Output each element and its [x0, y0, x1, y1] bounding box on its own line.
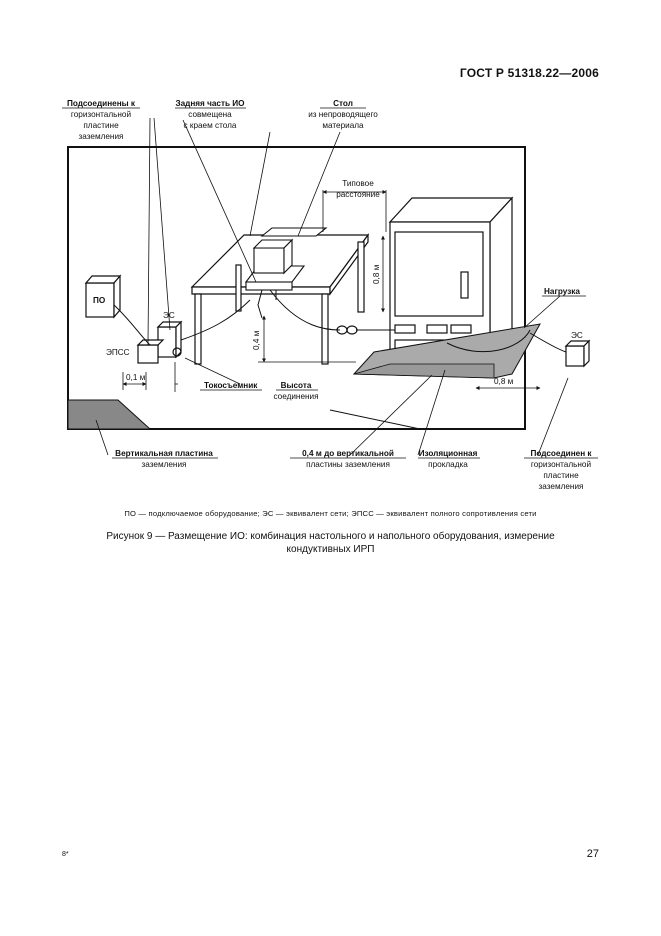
label-current-probe: Токосъемник	[204, 381, 258, 390]
svg-text:пластине: пластине	[543, 471, 579, 480]
label-es-left: ЭС	[163, 311, 175, 320]
svg-text:совмещена: совмещена	[188, 110, 232, 119]
es-right-device	[564, 339, 591, 368]
label-connection-height: Высота соединения	[273, 381, 318, 401]
po-device	[84, 274, 122, 319]
svg-text:заземления: заземления	[539, 482, 584, 491]
label-dist-08-height: 0,8 м	[372, 264, 381, 284]
svg-text:пластины заземления: пластины заземления	[306, 460, 390, 469]
label-connected-horizontal: Подсоединены к горизонтальной пластине з…	[67, 99, 136, 141]
dimensions	[122, 190, 541, 392]
eut-tabletop	[244, 227, 328, 291]
svg-text:Подсоединены к: Подсоединены к	[67, 99, 136, 108]
svg-text:Типовое: Типовое	[342, 179, 374, 188]
label-dist-to-vertical: 0,4 м до вертикальной пластины заземлени…	[302, 449, 394, 469]
svg-text:с краем стола: с краем стола	[184, 121, 237, 130]
label-es-right: ЭС	[571, 331, 583, 340]
svg-text:пластине: пластине	[83, 121, 119, 130]
network-equivalents-left	[136, 320, 183, 364]
svg-text:заземления: заземления	[142, 460, 187, 469]
svg-text:заземления: заземления	[79, 132, 124, 141]
svg-text:Вертикальная пластина: Вертикальная пластина	[115, 449, 213, 458]
sheet-mark: 8*	[62, 851, 69, 858]
label-connected-horizontal-right: Подсоединен к горизонтальной пластине за…	[530, 449, 592, 491]
label-vertical-plate: Вертикальная пластина заземления	[115, 449, 213, 469]
label-typical-distance: Типовое расстояние	[336, 179, 380, 199]
svg-text:из непроводящего: из непроводящего	[308, 110, 378, 119]
label-load: Нагрузка	[544, 287, 580, 296]
figure-diagram: Подсоединены к горизонтальной пластине з…	[62, 99, 598, 491]
vertical-ground-plate	[67, 399, 152, 430]
svg-text:Задняя часть ИО: Задняя часть ИО	[175, 99, 245, 108]
leader-lines	[95, 117, 569, 456]
svg-text:материала: материала	[322, 121, 364, 130]
svg-text:прокладка: прокладка	[428, 460, 468, 469]
label-insulating-pad: Изоляционная прокладка	[419, 449, 478, 469]
page-number: 27	[586, 848, 599, 860]
document-code: ГОСТ Р 51318.22—2006	[459, 66, 599, 80]
label-table: Стол из непроводящего материала	[308, 99, 378, 130]
ground-plane-outline	[67, 146, 526, 430]
label-dist-08-floor: 0,8 м	[494, 377, 514, 386]
figure-legend: ПО — подключаемое оборудование; ЭС — экв…	[124, 509, 537, 518]
svg-text:соединения: соединения	[273, 392, 318, 401]
label-back-of-eut: Задняя часть ИО совмещена с краем стола	[175, 99, 245, 130]
label-dist-04-vert: 0,4 м	[252, 330, 261, 350]
svg-text:Подсоединен к: Подсоединен к	[530, 449, 592, 458]
svg-text:0,4 м до вертикальной: 0,4 м до вертикальной	[302, 449, 394, 458]
figure-caption: Рисунок 9 — Размещение ИО: комбинация на…	[106, 531, 555, 555]
label-dist-01: 0,1 м	[126, 373, 146, 382]
label-epss: ЭПСС	[106, 348, 130, 357]
svg-text:расстояние: расстояние	[336, 190, 380, 199]
svg-text:Изоляционная: Изоляционная	[419, 449, 478, 458]
svg-text:горизонтальной: горизонтальной	[71, 110, 131, 119]
svg-text:Стол: Стол	[333, 99, 353, 108]
label-po: ПО	[93, 296, 106, 305]
svg-text:горизонтальной: горизонтальной	[531, 460, 591, 469]
svg-text:Высота: Высота	[281, 381, 312, 390]
